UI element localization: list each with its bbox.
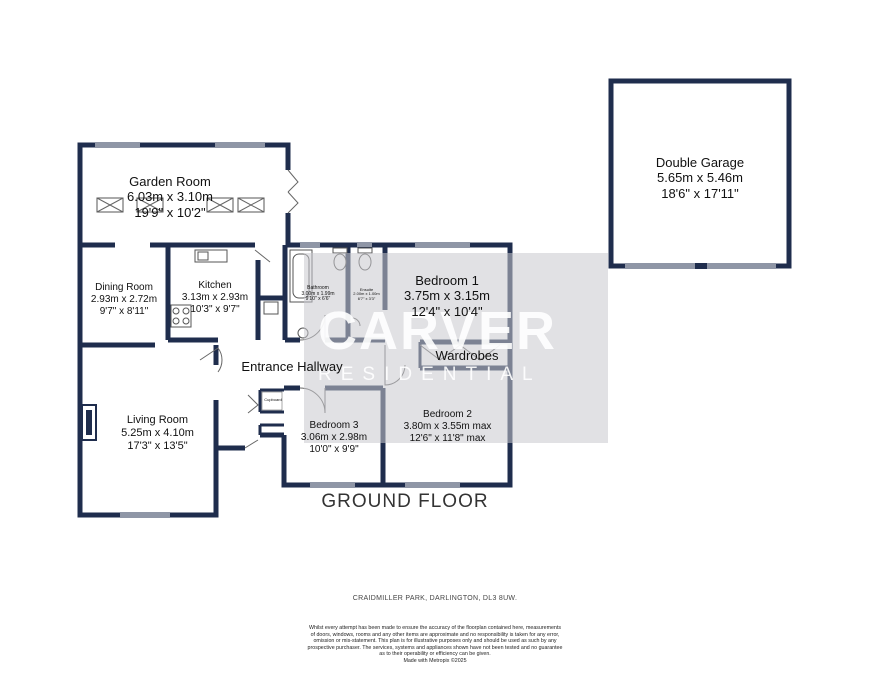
room-name: Double Garage <box>655 155 745 170</box>
watermark-brand: CARVER <box>318 301 558 361</box>
room-label-bedroom-3: Bedroom 3 3.06m x 2.98m 10'0" x 9'9" <box>288 420 380 455</box>
room-metric: 5.65m x 5.46m <box>657 170 743 186</box>
room-metric: 5.25m x 4.10m <box>121 426 194 439</box>
garden-room-door <box>287 169 299 214</box>
watermark-subtitle: RESIDENTIAL <box>318 364 542 385</box>
room-imperial: 12'6" x 11'8" max <box>409 432 486 444</box>
room-name: Bedroom 3 <box>309 420 359 431</box>
room-name: Ensuite <box>359 287 374 292</box>
windows <box>95 143 470 517</box>
room-imperial: 10'3" x 9'7" <box>190 303 240 315</box>
room-imperial: 6'7" x 3'3" <box>357 295 376 301</box>
room-name: Garden Room <box>129 174 211 189</box>
room-label-cupboard: Cupboard <box>260 397 286 403</box>
cupboard-box <box>261 391 283 411</box>
room-label-bathroom: Bathroom 3.00m x 1.99m 9'10" x 6'6" <box>290 285 346 303</box>
room-label-living-room: Living Room 5.25m x 4.10m 17'3" x 13'5" <box>100 414 215 453</box>
property-address: CRAIDMILLER PARK, DARLINGTON, DL3 8UW. <box>352 595 518 602</box>
floor-title: GROUND FLOOR <box>321 491 489 512</box>
room-imperial: 10'0" x 9'9" <box>309 443 359 455</box>
room-name: Bedroom 1 <box>415 273 479 288</box>
skylights <box>96 197 265 213</box>
room-metric: 3.06m x 2.98m <box>300 431 368 443</box>
room-imperial: 18'6" x 17'11" <box>661 185 739 201</box>
room-metric: 2.93m x 2.72m <box>90 293 158 305</box>
watermark-panel <box>304 253 608 443</box>
room-metric: 3.13m x 2.93m <box>181 291 249 303</box>
room-imperial: 12'4" x 10'4" <box>411 303 483 319</box>
room-metric: 3.00m x 1.99m <box>301 290 335 297</box>
room-name: Bedroom 2 <box>423 409 472 420</box>
room-imperial: 17'3" x 13'5" <box>127 439 188 452</box>
room-imperial: 19'9" x 10'2" <box>134 204 206 220</box>
room-label-entrance-hallway: Entrance Hallway <box>236 359 348 374</box>
room-label-garage: Double Garage 5.65m x 5.46m 18'6" x 17'1… <box>622 155 778 201</box>
room-imperial: 9'7" x 8'11" <box>99 305 149 317</box>
room-name: Kitchen <box>198 280 232 291</box>
room-metric: 2.00m x 1.00m <box>353 291 380 297</box>
disclaimer-text: Whilst every attempt has been made to en… <box>307 625 563 665</box>
room-label-dining-room: Dining Room 2.93m x 2.72m 9'7" x 8'11" <box>82 282 166 317</box>
room-name: Entrance Hallway <box>241 359 343 374</box>
room-name: Wardrobes <box>435 348 499 363</box>
garage-walls <box>608 78 792 269</box>
room-metric: 3.75m x 3.15m <box>404 288 490 304</box>
room-metric: 3.80m x 3.55m max <box>403 420 492 432</box>
room-label-kitchen: Kitchen 3.13m x 2.93m 10'3" x 9'7" <box>172 280 258 315</box>
room-label-bedroom-2: Bedroom 2 3.80m x 3.55m max 12'6" x 11'8… <box>390 409 505 444</box>
room-label-bedroom-1: Bedroom 1 3.75m x 3.15m 12'4" x 10'4" <box>388 273 506 319</box>
room-metric: 6.03m x 3.10m <box>127 189 213 205</box>
room-label-wardrobes: Wardrobes <box>425 348 509 363</box>
room-label-ensuite: Ensuite 2.00m x 1.00m 6'7" x 3'3" <box>349 287 384 301</box>
room-imperial: 9'10" x 6'6" <box>305 296 331 302</box>
room-name: Cupboard <box>264 397 282 402</box>
kitchen-fittings <box>170 249 279 328</box>
room-name: Bathroom <box>307 285 329 291</box>
room-label-garden-room: Garden Room 6.03m x 3.10m 19'9" x 10'2" <box>95 174 245 220</box>
room-name: Living Room <box>126 414 189 426</box>
room-name: Dining Room <box>95 282 153 293</box>
